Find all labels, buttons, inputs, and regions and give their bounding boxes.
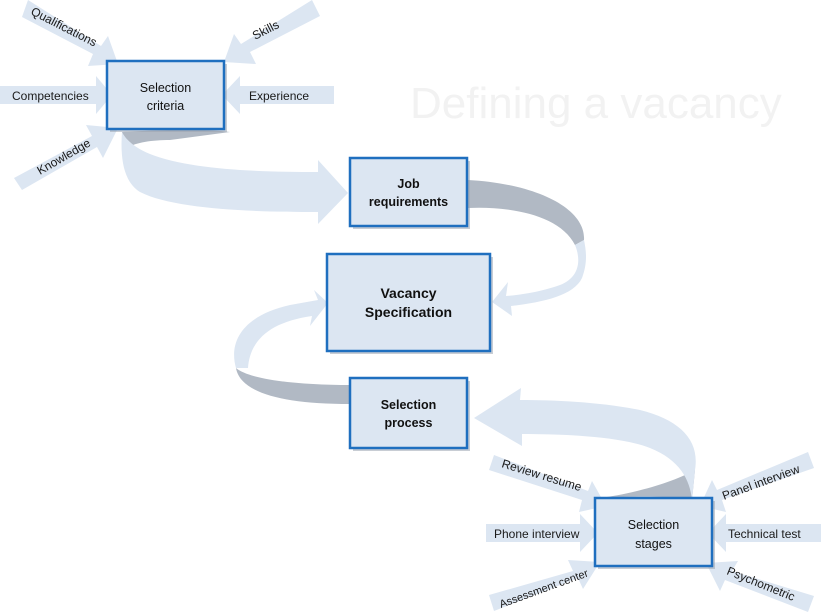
input-arrow-experience: Experience bbox=[222, 76, 334, 114]
input-arrow-assessment-center: Assessment center bbox=[489, 560, 600, 611]
input-label-panel-interview: Panel interview bbox=[720, 462, 802, 503]
node-vacancy-specification: Vacancy Specification bbox=[325, 252, 493, 354]
node-label-line2: requirements bbox=[369, 195, 448, 209]
node-label-line1: Vacancy bbox=[380, 285, 436, 301]
input-arrow-technical-test: Technical test bbox=[708, 514, 821, 552]
input-label-technical-test: Technical test bbox=[728, 527, 801, 541]
node-label-line1: Job bbox=[397, 177, 420, 191]
input-arrow-knowledge: Knowledge bbox=[14, 125, 118, 190]
node-label-line2: Specification bbox=[365, 304, 452, 320]
input-label-competencies: Competencies bbox=[12, 89, 89, 103]
node-label-line2: stages bbox=[635, 537, 672, 551]
node-label-line1: Selection bbox=[381, 398, 437, 412]
input-arrow-psychometric: Psychometric bbox=[706, 561, 814, 612]
input-label-experience: Experience bbox=[249, 89, 309, 103]
flow-arrow-process-to-vacancy bbox=[234, 290, 350, 404]
node-label-line1: Selection bbox=[628, 518, 679, 532]
diagram-title: Defining a vacancy bbox=[410, 79, 782, 128]
node-label-line2: process bbox=[385, 416, 433, 430]
node-label-line2: criteria bbox=[147, 99, 185, 113]
flow-arrow-criteria-to-job bbox=[121, 129, 349, 224]
input-label-qualifications: Qualifications bbox=[29, 4, 100, 49]
node-job-requirements: Job requirements bbox=[348, 156, 470, 229]
input-arrow-qualifications: Qualifications bbox=[22, 0, 118, 66]
node-selection-process: Selection process bbox=[348, 376, 470, 451]
node-selection-criteria: Selection criteria bbox=[105, 59, 227, 132]
input-label-phone-interview: Phone interview bbox=[494, 527, 580, 541]
node-label-line1: Selection bbox=[140, 81, 191, 95]
flow-arrow-stages-to-process bbox=[474, 388, 696, 500]
input-arrow-panel-interview: Panel interview bbox=[700, 452, 814, 512]
input-arrow-phone-interview: Phone interview bbox=[486, 514, 598, 552]
node-selection-stages: Selection stages bbox=[593, 496, 715, 569]
input-label-knowledge: Knowledge bbox=[35, 136, 94, 178]
input-arrow-review-resume: Review resume bbox=[489, 455, 606, 512]
input-arrow-skills: Skills bbox=[224, 0, 320, 64]
input-arrow-competencies: Competencies bbox=[0, 76, 112, 114]
flow-arrow-job-to-vacancy bbox=[468, 180, 586, 316]
